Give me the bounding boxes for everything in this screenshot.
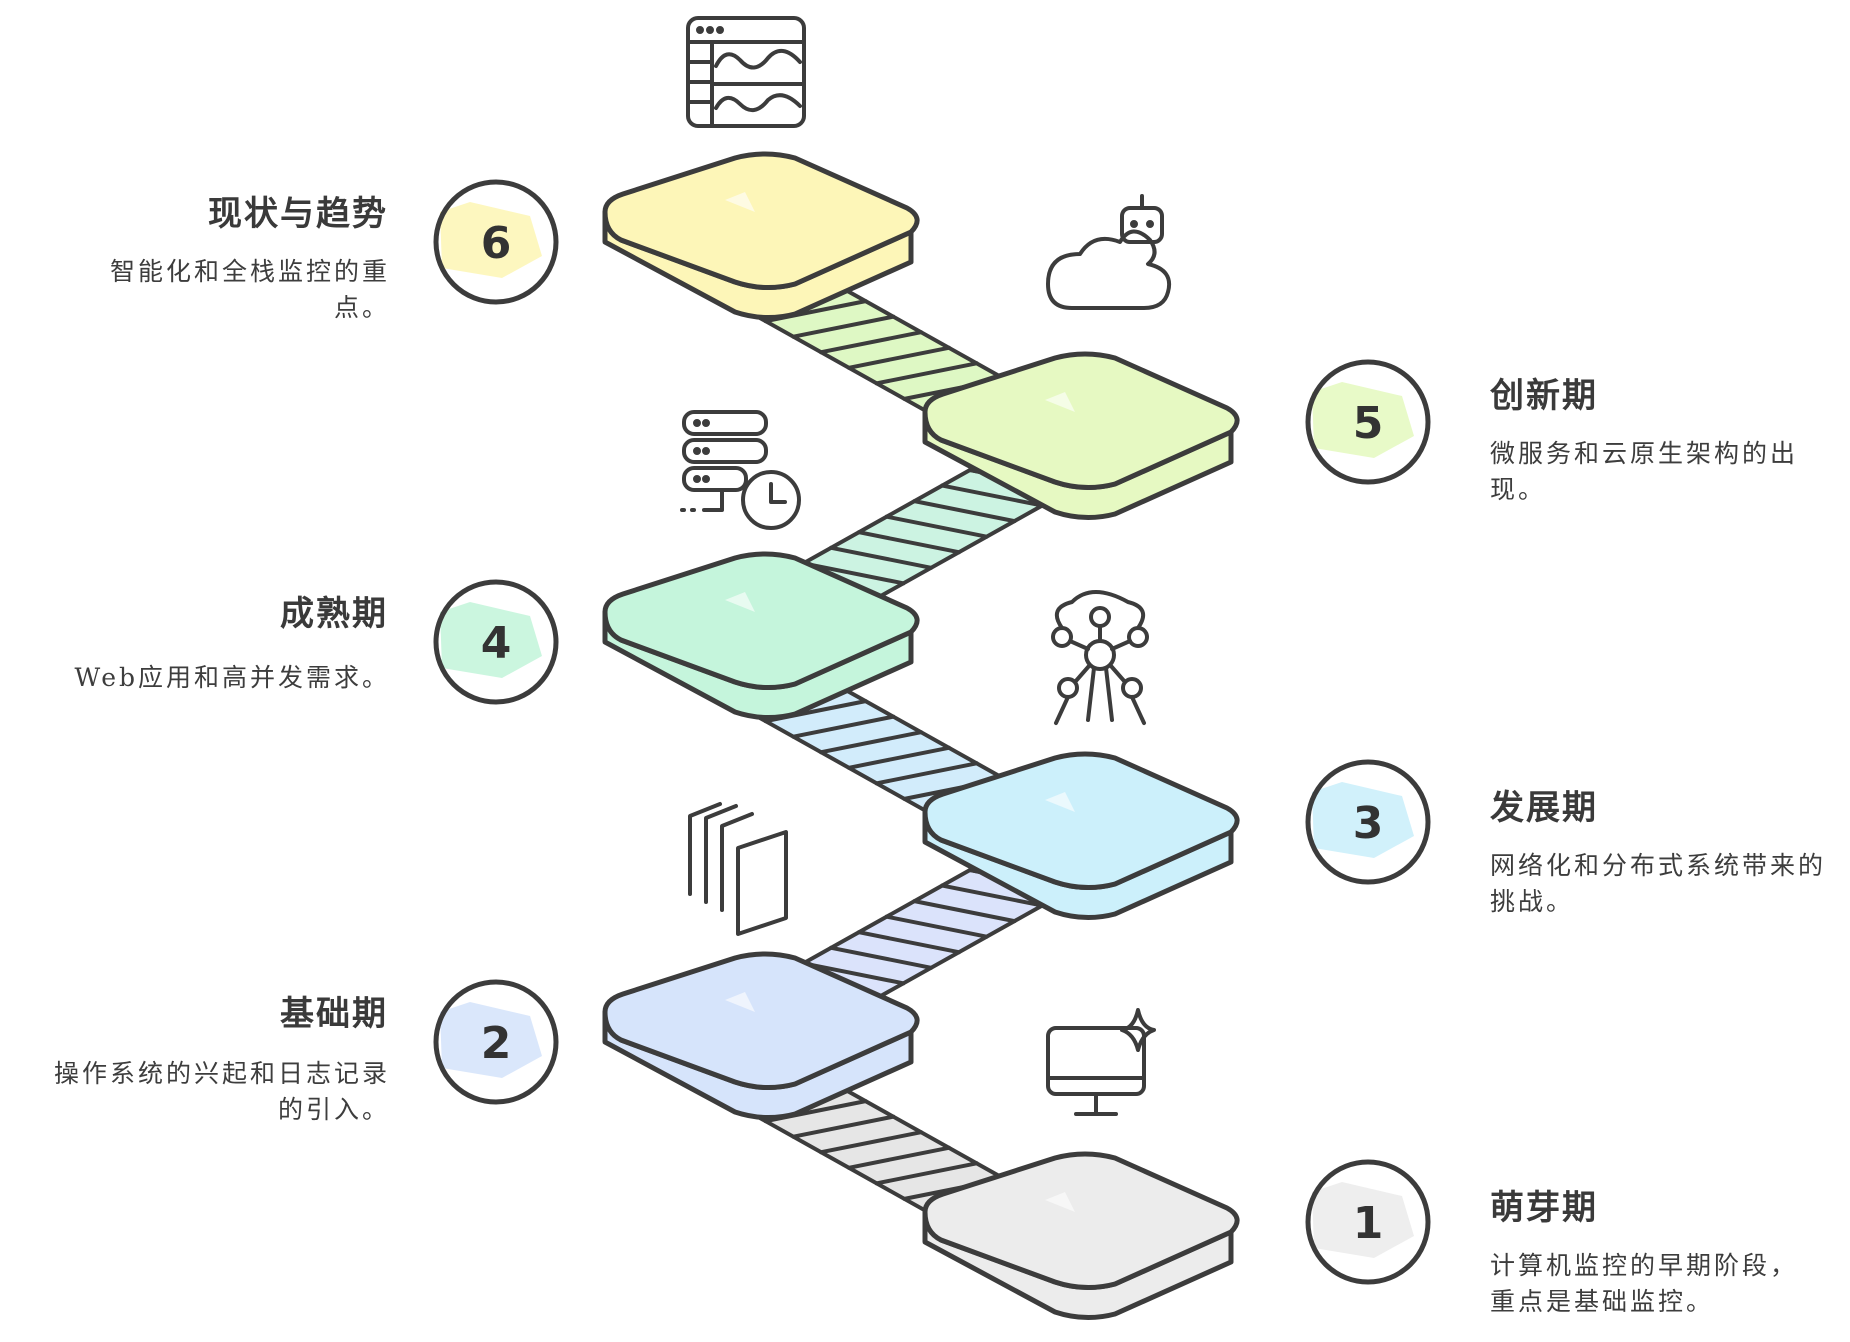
stage-6-number: 6 bbox=[481, 218, 512, 269]
stage-4-platform bbox=[602, 551, 920, 720]
dashboard-window-icon bbox=[686, 16, 806, 128]
stage-3-badge: 3 bbox=[1305, 759, 1431, 885]
stacked-panels-icon bbox=[688, 802, 788, 936]
stage-2-number: 2 bbox=[481, 1018, 512, 1069]
stage-2-badge: 2 bbox=[433, 979, 559, 1105]
stage-4-badge: 4 bbox=[433, 579, 559, 705]
cloud-robot-icon bbox=[1046, 194, 1171, 310]
stage-badges: 1 2 3 4 5 6 bbox=[433, 179, 1431, 1285]
stage-3-title: 发展期 bbox=[1490, 788, 1598, 828]
stage-6-badge: 6 bbox=[433, 179, 559, 305]
stage-3-description: 网络化和分布式系统带来的挑战。 bbox=[1490, 851, 1827, 916]
stage-3-platform bbox=[922, 751, 1240, 920]
stage-3-number: 3 bbox=[1353, 798, 1384, 849]
stage-5-platform bbox=[922, 351, 1240, 520]
stage-1-badge: 1 bbox=[1305, 1159, 1431, 1285]
stage-1-title: 萌芽期 bbox=[1490, 1188, 1598, 1228]
stage-4-description: Web应用和高并发需求。 bbox=[74, 663, 390, 692]
platforms bbox=[602, 151, 1240, 1320]
stage-4-title: 成熟期 bbox=[280, 594, 388, 634]
server-clock-icon bbox=[680, 410, 801, 530]
stage-5-description: 微服务和云原生架构的出现。 bbox=[1490, 439, 1799, 504]
stage-1-description: 计算机监控的早期阶段，重点是基础监控。 bbox=[1490, 1251, 1799, 1316]
stage-1-platform bbox=[922, 1151, 1240, 1320]
stage-6-platform bbox=[602, 151, 920, 320]
stage-1-number: 1 bbox=[1353, 1198, 1384, 1249]
stage-2-platform bbox=[602, 951, 920, 1120]
stage-2-description: 操作系统的兴起和日志记录的引入。 bbox=[53, 1059, 390, 1124]
stage-5-badge: 5 bbox=[1305, 359, 1431, 485]
stage-2-title: 基础期 bbox=[280, 994, 388, 1034]
stage-5-number: 5 bbox=[1353, 398, 1384, 449]
stage-6-description: 智能化和全栈监控的重点。 bbox=[109, 257, 390, 322]
stage-4-number: 4 bbox=[481, 618, 512, 669]
stage-5-title: 创新期 bbox=[1490, 376, 1598, 416]
monitor-sparkle-icon bbox=[1046, 1008, 1156, 1116]
network-nodes-icon bbox=[1051, 590, 1149, 725]
stage-6-title: 现状与趋势 bbox=[208, 194, 388, 234]
